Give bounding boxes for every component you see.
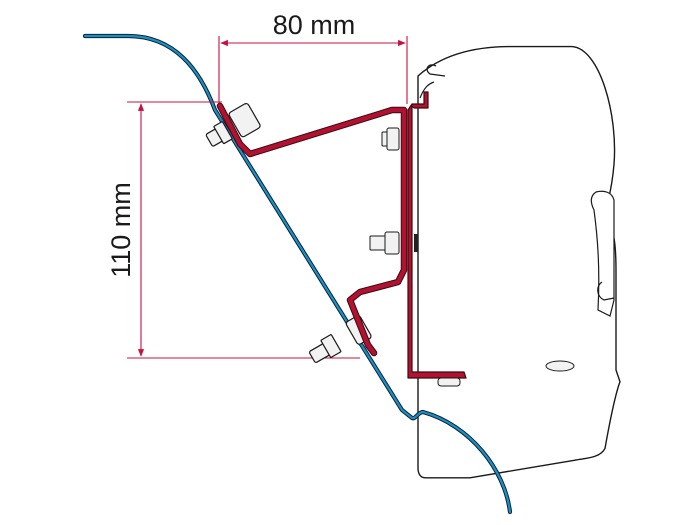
dimension-vertical: 110 mm: [106, 101, 360, 359]
upper-bracket-bolt: [381, 127, 400, 151]
middle-bracket-bolt: [369, 231, 418, 255]
adapter-bracket: [216, 91, 467, 379]
bottom-bracket-bolt: [437, 377, 461, 387]
upper-wall-bolt: [205, 103, 261, 147]
vehicle-wall-profile: [82, 33, 513, 515]
dimension-horizontal: 80 mm: [218, 10, 408, 104]
dimension-label-110mm: 110 mm: [106, 182, 136, 278]
awning-cassette: [417, 45, 621, 479]
dimension-label-80mm: 80 mm: [273, 10, 356, 40]
